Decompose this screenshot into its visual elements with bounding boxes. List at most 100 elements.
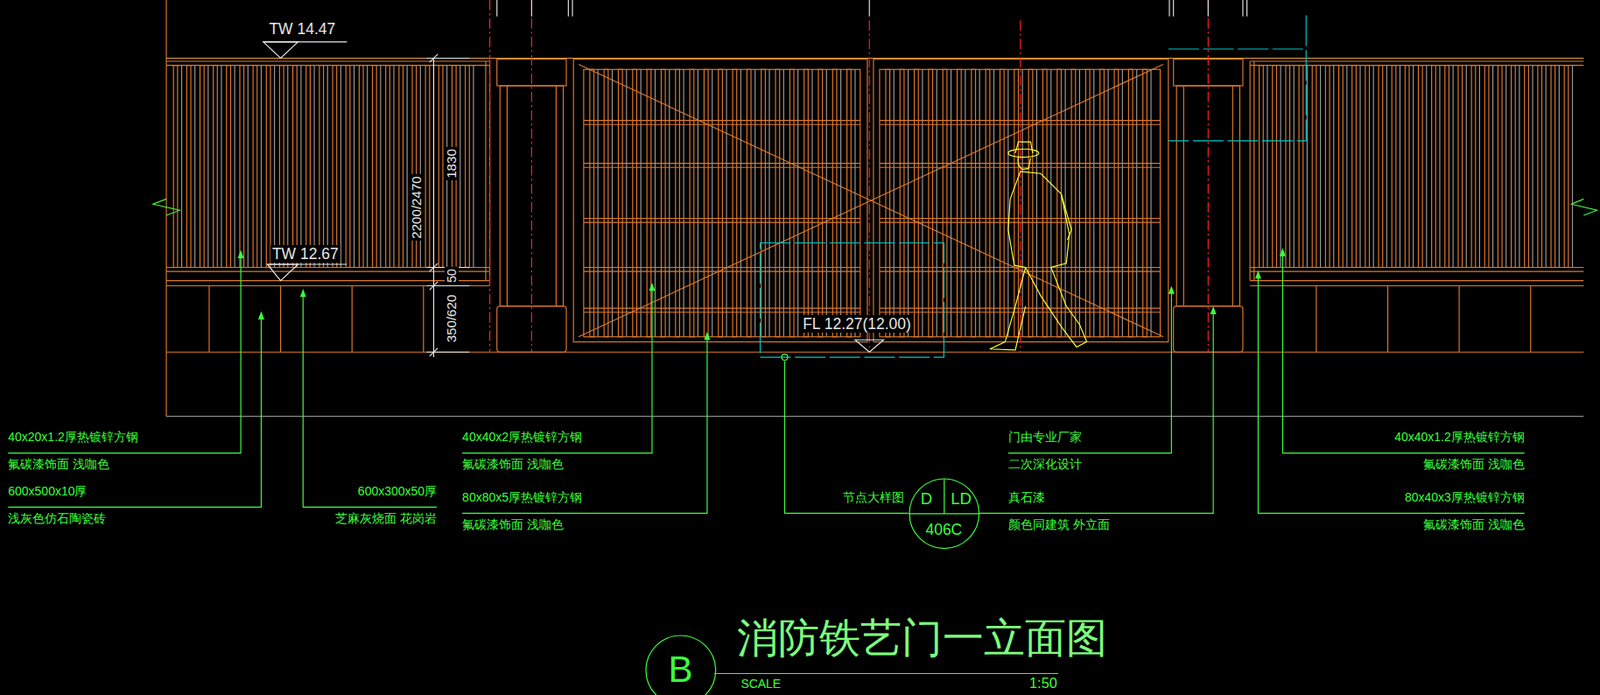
callout-text: 1:50 bbox=[1029, 674, 1058, 692]
fence-bar bbox=[1272, 65, 1278, 268]
fence-bar bbox=[1558, 65, 1560, 268]
fence-bar bbox=[1306, 65, 1308, 268]
fence-bar bbox=[273, 65, 275, 268]
reference-text: 406C bbox=[925, 522, 962, 538]
fence-bar bbox=[1128, 69, 1133, 337]
fence-bar bbox=[761, 69, 766, 337]
gate-rail bbox=[879, 311, 1161, 313]
fence-bar bbox=[1445, 65, 1450, 268]
fence-bar bbox=[1378, 65, 1383, 268]
fence-bar bbox=[319, 65, 324, 268]
fence-bar bbox=[220, 65, 222, 268]
fence-bar bbox=[914, 69, 920, 337]
fence-bar bbox=[425, 65, 430, 268]
fence-bar bbox=[718, 69, 723, 337]
callout-text: 氟碳漆饰面 浅咖色 bbox=[1423, 456, 1525, 471]
fence-bar bbox=[797, 69, 799, 337]
fence-bar bbox=[300, 65, 302, 268]
fence-bar bbox=[407, 65, 408, 268]
dimension-text: 2200/2470 bbox=[408, 174, 424, 241]
fence-bar bbox=[1136, 69, 1137, 337]
fence-bar bbox=[971, 69, 976, 337]
fence-bar bbox=[985, 69, 990, 337]
fence-bar bbox=[1293, 65, 1295, 268]
callout-text: 600x300x50厚 bbox=[357, 484, 437, 499]
detail-boundary bbox=[760, 15, 1307, 358]
fence-bar bbox=[1452, 65, 1454, 268]
fence-bar bbox=[1458, 65, 1463, 268]
fence-bar bbox=[854, 69, 856, 337]
callout-text: 80x40x3厚热镀锌方钢 bbox=[1404, 490, 1525, 505]
reference-text: D bbox=[920, 491, 933, 508]
fence-bar bbox=[392, 65, 394, 268]
fence-bar bbox=[1373, 65, 1375, 268]
fence-bar bbox=[1143, 69, 1148, 337]
fence-bar bbox=[1312, 65, 1317, 268]
gate-rail bbox=[583, 217, 861, 219]
divider-line bbox=[943, 478, 945, 514]
callout-text: SCALE bbox=[740, 676, 781, 691]
person-figure bbox=[989, 141, 1088, 351]
gate-rail bbox=[583, 119, 861, 121]
fence-bar bbox=[993, 69, 995, 337]
fence-bar bbox=[1505, 65, 1507, 268]
fence-bar bbox=[252, 65, 258, 268]
fence-bar bbox=[1280, 65, 1282, 268]
callout-text: 节点大样图 bbox=[842, 490, 905, 505]
fence-bar bbox=[768, 69, 770, 337]
fence-bar bbox=[332, 65, 337, 268]
gate-leaf bbox=[573, 59, 1169, 343]
fence-bar bbox=[1545, 65, 1547, 268]
fence-bar bbox=[399, 65, 404, 268]
gate-rail bbox=[583, 222, 861, 224]
fence-bar bbox=[260, 65, 262, 268]
fence-bar bbox=[1391, 65, 1397, 268]
fence-bar bbox=[921, 69, 923, 337]
fence-bar bbox=[617, 69, 623, 337]
fence-bar bbox=[1524, 65, 1530, 268]
leader-line bbox=[7, 254, 1524, 513]
reference-text: B bbox=[668, 651, 694, 688]
fence-bar bbox=[1404, 65, 1410, 268]
fence-bar bbox=[1266, 65, 1268, 268]
fence-bar bbox=[689, 69, 695, 337]
fence-bar bbox=[313, 65, 315, 268]
fence-bar bbox=[597, 69, 599, 337]
fence-bar bbox=[1511, 65, 1516, 268]
callout-text: 颜色同建筑 外立面 bbox=[1008, 517, 1110, 532]
fence-bar bbox=[1352, 65, 1357, 268]
callout-text: 氟碳漆饰面 浅咖色 bbox=[7, 456, 110, 471]
frame-line bbox=[166, 415, 1584, 417]
fence-bar bbox=[603, 69, 609, 337]
fence-bar bbox=[194, 65, 196, 268]
fence-bar bbox=[465, 65, 471, 268]
fence-bar bbox=[1259, 65, 1264, 268]
callout-text: 600x500x10厚 bbox=[7, 484, 87, 499]
fence-bar bbox=[1093, 69, 1095, 337]
callout-text: 芝麻灰烧面 花岗岩 bbox=[335, 511, 437, 526]
fence-bar bbox=[1079, 69, 1081, 337]
level-marker bbox=[263, 42, 885, 352]
callout-text: 氟碳漆饰面 浅咖色 bbox=[462, 456, 564, 471]
fence-bar bbox=[1471, 65, 1476, 268]
title-underline bbox=[714, 673, 1059, 674]
fence-bar bbox=[1050, 69, 1052, 337]
fence-bar bbox=[611, 69, 613, 337]
reference-text: LD bbox=[950, 491, 972, 508]
fence-bar bbox=[1285, 65, 1291, 268]
fence-bar bbox=[1057, 69, 1062, 337]
fence-bar bbox=[181, 65, 183, 268]
fence-bar bbox=[668, 69, 670, 337]
fence-bar bbox=[247, 65, 249, 268]
callout-text: 80x80x5厚热镀锌方钢 bbox=[462, 490, 583, 505]
fence-bar bbox=[640, 69, 642, 337]
left-fence bbox=[166, 61, 491, 352]
gate-rail bbox=[583, 167, 861, 169]
fence-bar bbox=[1412, 65, 1414, 268]
fence-bar bbox=[353, 65, 355, 268]
fence-bar bbox=[1319, 65, 1321, 268]
frame-line bbox=[165, 0, 167, 417]
gate-rail bbox=[583, 162, 861, 164]
